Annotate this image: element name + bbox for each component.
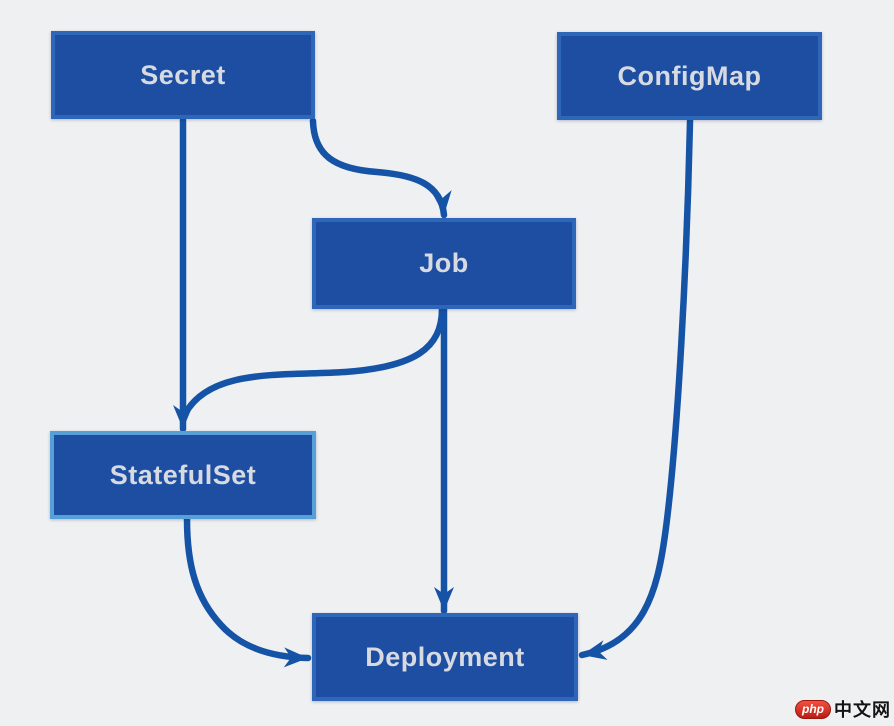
edge-statefulset-to-deployment bbox=[183, 515, 312, 668]
node-configmap: ConfigMap bbox=[557, 32, 822, 120]
edge-configmap-to-deployment bbox=[578, 117, 694, 660]
edge-job-to-statefulset bbox=[181, 305, 446, 418]
watermark-site-text: 中文网 bbox=[834, 700, 891, 720]
node-statefulset-label: StatefulSet bbox=[109, 459, 257, 490]
node-configmap-label: ConfigMap bbox=[617, 60, 762, 91]
node-job: Job bbox=[312, 218, 576, 309]
node-statefulset: StatefulSet bbox=[50, 431, 316, 519]
watermark-php-cn: php 中文网 bbox=[795, 696, 891, 722]
node-deployment-label: Deployment bbox=[365, 641, 525, 672]
node-secret-label: Secret bbox=[140, 59, 226, 90]
node-job-label: Job bbox=[419, 248, 469, 278]
node-secret: Secret bbox=[51, 31, 315, 119]
edge-secret-to-job bbox=[309, 117, 452, 219]
php-logo-icon: php bbox=[795, 699, 831, 719]
node-deployment: Deployment bbox=[312, 613, 578, 701]
